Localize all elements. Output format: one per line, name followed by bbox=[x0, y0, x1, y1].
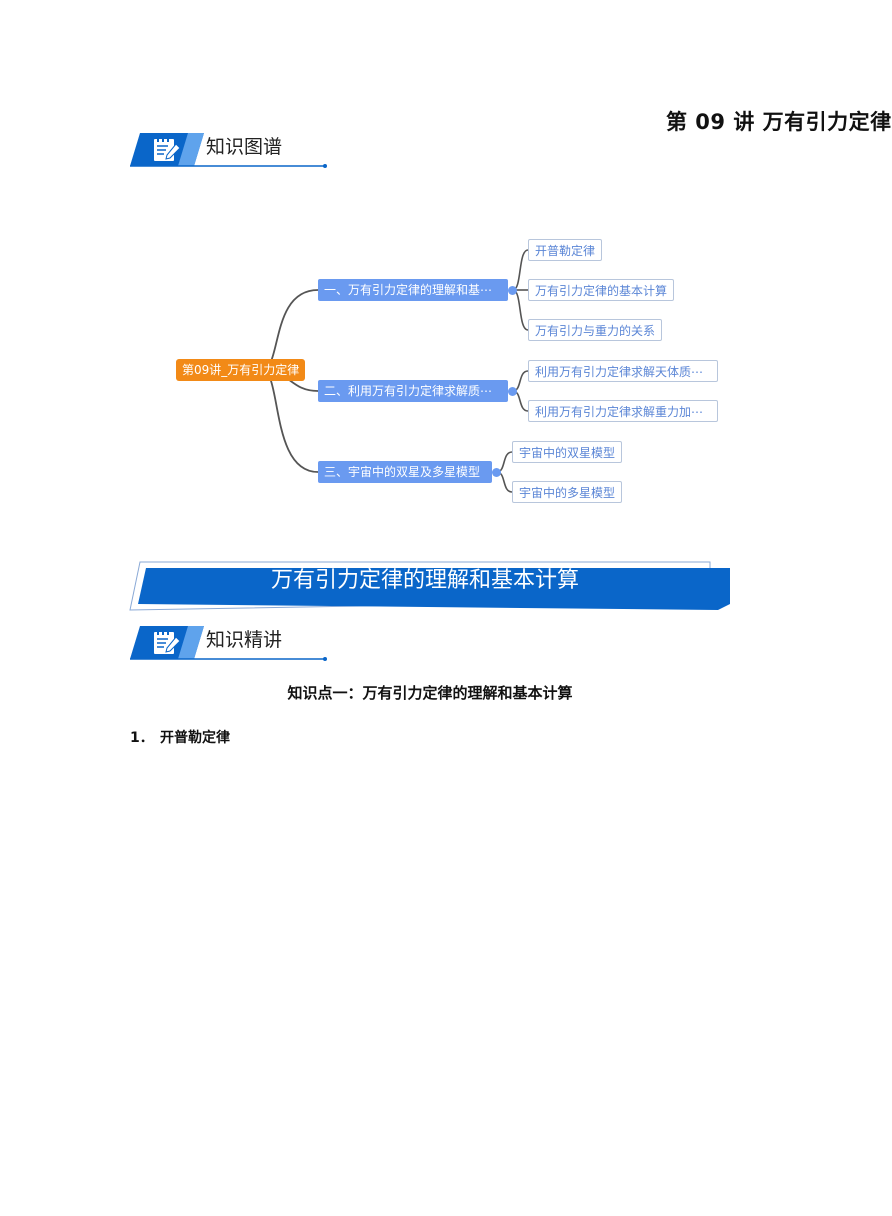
mindmap-root-node: 第09讲_万有引力定律 bbox=[176, 359, 306, 381]
mindmap-collapse-dot[interactable] bbox=[508, 286, 517, 295]
mindmap-collapse-dot[interactable] bbox=[508, 387, 517, 396]
document-title: 第 09 讲 万有引力定律 bbox=[666, 110, 892, 134]
mind-map: 第09讲_万有引力定律 一、万有引力定律的理解和基⋯ 二、利用万有引力定律求解质… bbox=[0, 0, 860, 560]
notepad-pencil-icon bbox=[154, 631, 181, 654]
list-item: 1． 开普勒定律 bbox=[130, 727, 230, 747]
section-heading-label: 知识图谱 bbox=[206, 136, 283, 158]
mindmap-leaf: 宇宙中的双星模型 bbox=[512, 441, 623, 463]
mindmap-leaf: 利用万有引力定律求解重力加⋯ bbox=[528, 400, 718, 422]
mindmap-branch-3: 三、宇宙中的双星及多星模型 bbox=[318, 461, 492, 483]
mindmap-collapse-dot[interactable] bbox=[492, 468, 501, 477]
list-item-number: 1． bbox=[130, 730, 154, 746]
section-banner-title: 万有引力定律的理解和基本计算 bbox=[270, 568, 579, 593]
mindmap-leaf: 万有引力定律的基本计算 bbox=[528, 279, 675, 301]
knowledge-point-title: 知识点一：万有引力定律的理解和基本计算 bbox=[287, 684, 573, 702]
section-heading-label: 知识精讲 bbox=[206, 629, 283, 651]
section-banner-graphic bbox=[129, 561, 730, 611]
mindmap-branch-2: 二、利用万有引力定律求解质⋯ bbox=[318, 380, 508, 402]
list-item-text: 开普勒定律 bbox=[160, 730, 230, 746]
mindmap-branch-1: 一、万有引力定律的理解和基⋯ bbox=[318, 279, 508, 301]
mindmap-leaf: 利用万有引力定律求解天体质⋯ bbox=[528, 360, 718, 382]
section-heading-graphic bbox=[130, 626, 327, 661]
mindmap-leaf: 开普勒定律 bbox=[528, 239, 603, 261]
section-heading-knowledge-map: 知识图谱 bbox=[130, 130, 330, 170]
mindmap-leaf: 万有引力与重力的关系 bbox=[528, 319, 663, 341]
section-heading-graphic bbox=[130, 133, 327, 168]
section-heading-knowledge-lecture: 知识精讲 bbox=[130, 623, 330, 663]
mindmap-leaf: 宇宙中的多星模型 bbox=[512, 481, 623, 503]
notepad-pencil-icon bbox=[154, 138, 181, 161]
